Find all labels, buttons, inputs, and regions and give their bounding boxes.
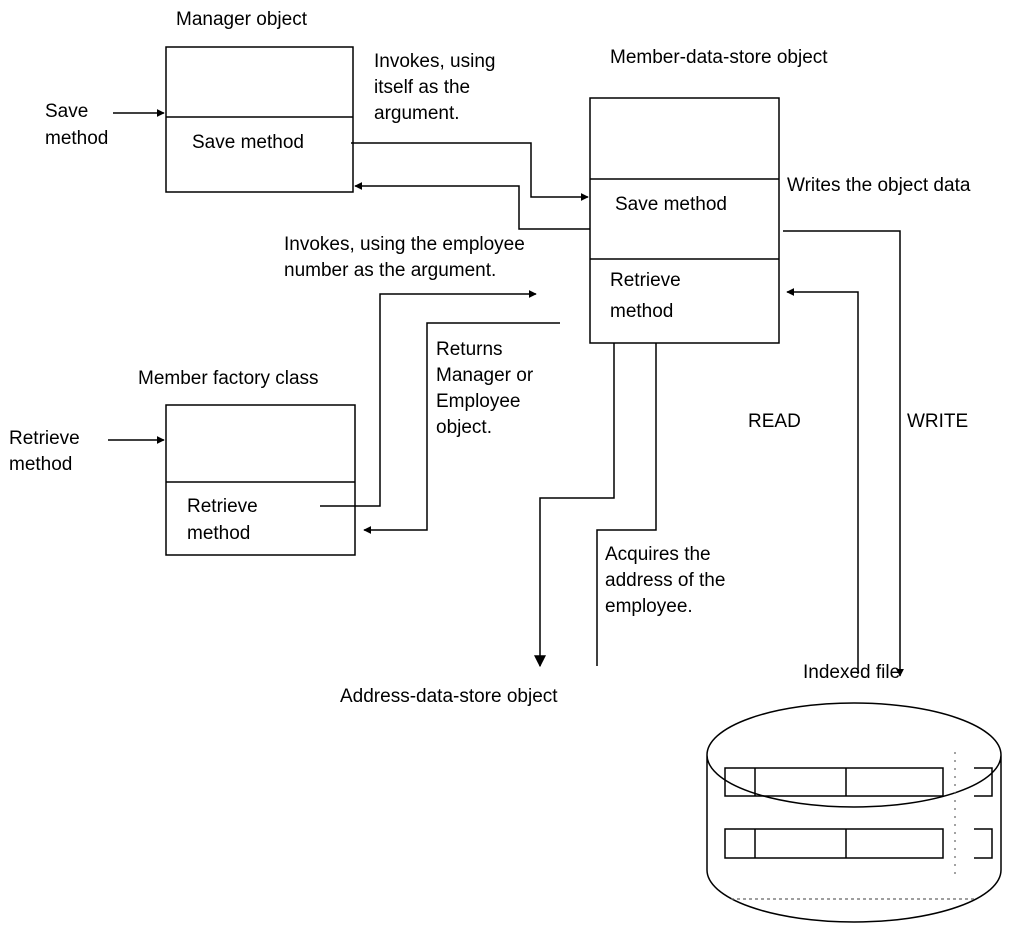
retrieve-input-label: Retrieve [9, 428, 80, 449]
writes-note: Writes the object data [787, 175, 971, 196]
member-factory-title: Member factory class [138, 368, 319, 389]
member-data-store-box [589, 97, 780, 344]
manager-object-box [165, 46, 354, 193]
save-input-label: Save [45, 101, 89, 122]
read-arrow [786, 288, 859, 674]
acquires-address-note: address of the [605, 570, 726, 591]
index-record-row [724, 767, 993, 797]
read-label: READ [748, 411, 801, 432]
manager-object-title: Manager object [176, 9, 307, 30]
returns-note: Manager or [436, 365, 534, 386]
returns-note: Employee [436, 391, 521, 412]
invoke-employee-note: Invokes, using the employee [284, 234, 525, 255]
member-retrieve-method-label: Retrieve [610, 270, 681, 291]
invoke-self-note: Invokes, using [374, 51, 496, 72]
acquires-address-line [596, 343, 657, 666]
retrieve-input-label: method [9, 454, 73, 475]
write-label: WRITE [907, 411, 969, 432]
member-factory-box [165, 404, 356, 556]
acquires-address-note: employee. [605, 596, 693, 617]
address-data-store-label: Address-data-store object [340, 686, 558, 707]
invoke-employee-note: number as the argument. [284, 260, 497, 281]
invoke-self-note: argument. [374, 103, 460, 124]
factory-retrieve-method-label: method [187, 523, 251, 544]
member-retrieve-method-label: method [610, 301, 674, 322]
returns-note: Returns [436, 339, 503, 360]
index-record-row [724, 828, 993, 859]
factory-retrieve-method-label: Retrieve [187, 496, 258, 517]
acquires-address-note: Acquires the [605, 544, 711, 565]
manager-save-method-label: Save method [192, 132, 304, 153]
returns-note: object. [436, 417, 492, 438]
invoke-self-note: itself as the [374, 77, 471, 98]
invoke-save-arrow [351, 142, 589, 201]
member-save-method-label: Save method [615, 194, 727, 215]
returns-object-arrow [363, 322, 560, 534]
save-input-label: method [45, 128, 109, 149]
write-arrow [783, 230, 904, 677]
member-data-store-title: Member-data-store object [610, 47, 828, 68]
indexed-file-cylinder [706, 702, 1002, 923]
to-address-store-arrow [534, 343, 615, 668]
invoke-retrieve-arrow [320, 290, 537, 507]
indexed-file-label: Indexed file [803, 662, 901, 683]
return-to-manager-arrow [354, 182, 590, 230]
